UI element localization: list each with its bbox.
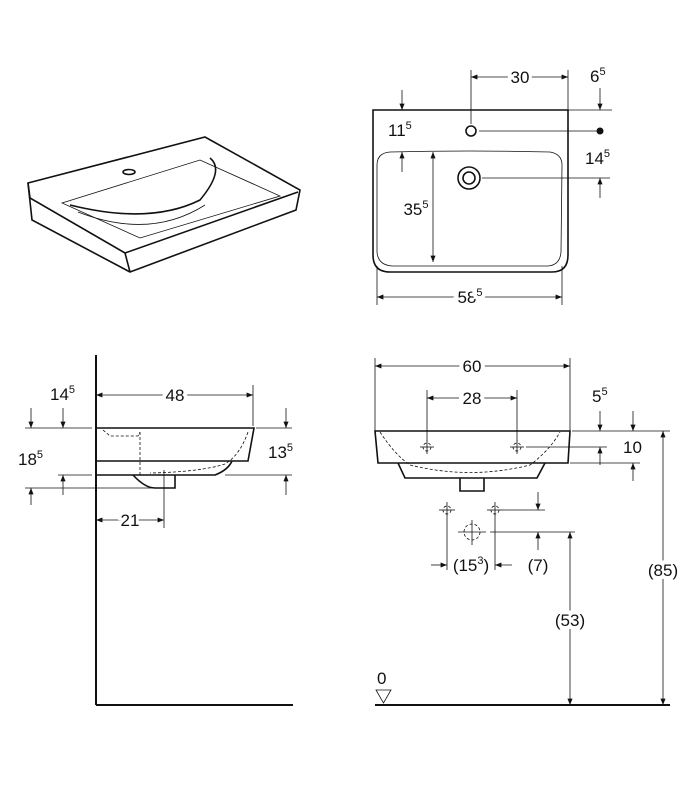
dim-total-height: 185 [18, 449, 43, 469]
fixing-hole-icon [510, 440, 524, 454]
dim-supply-offset: (7) [528, 556, 549, 575]
floor-level-triangle-icon [375, 689, 392, 704]
supply-connection-icon [439, 502, 455, 570]
dim-waste-distance: 21 [121, 511, 140, 530]
side-view: 48 145 185 135 21 [18, 355, 293, 706]
dim-body-height: 135 [268, 442, 293, 462]
dim-width: 60 [463, 357, 482, 376]
dim-rim-to-bowl: 115 [388, 120, 412, 140]
waste-connection-icon [458, 520, 486, 545]
perspective-view [27, 136, 301, 273]
tap-hole-icon [465, 125, 477, 137]
front-view: 60 28 55 10 (7) (153) (53) (85) 0 [374, 353, 682, 706]
dim-top-offset: 145 [50, 384, 75, 404]
dim-supply-spacing: (153) [453, 555, 489, 575]
supply-connection-icon [487, 502, 503, 570]
dim-edge-to-tap: 65 [590, 66, 606, 86]
dim-tap-to-waste: 145 [585, 148, 610, 168]
dim-tap-spacing: 30 [511, 68, 530, 87]
fixing-hole-icon [420, 440, 434, 454]
floor-level-label: 0 [377, 669, 386, 688]
waste-outlet-icon [457, 166, 481, 190]
tap-hole-icon [122, 168, 136, 176]
dim-bowl-width: 585 [457, 287, 482, 307]
dim-rim-height: 10 [623, 438, 642, 457]
top-view: 30 65 115 145 355 585 [372, 65, 612, 311]
dim-rim-from-floor: (85) [648, 561, 678, 580]
dim-waste-height: (53) [555, 611, 585, 630]
dim-projection: 48 [166, 386, 185, 405]
dim-fixing-offset: 55 [592, 386, 608, 406]
dim-bowl-depth: 355 [403, 199, 428, 219]
dim-fixing-spacing: 28 [463, 389, 482, 408]
